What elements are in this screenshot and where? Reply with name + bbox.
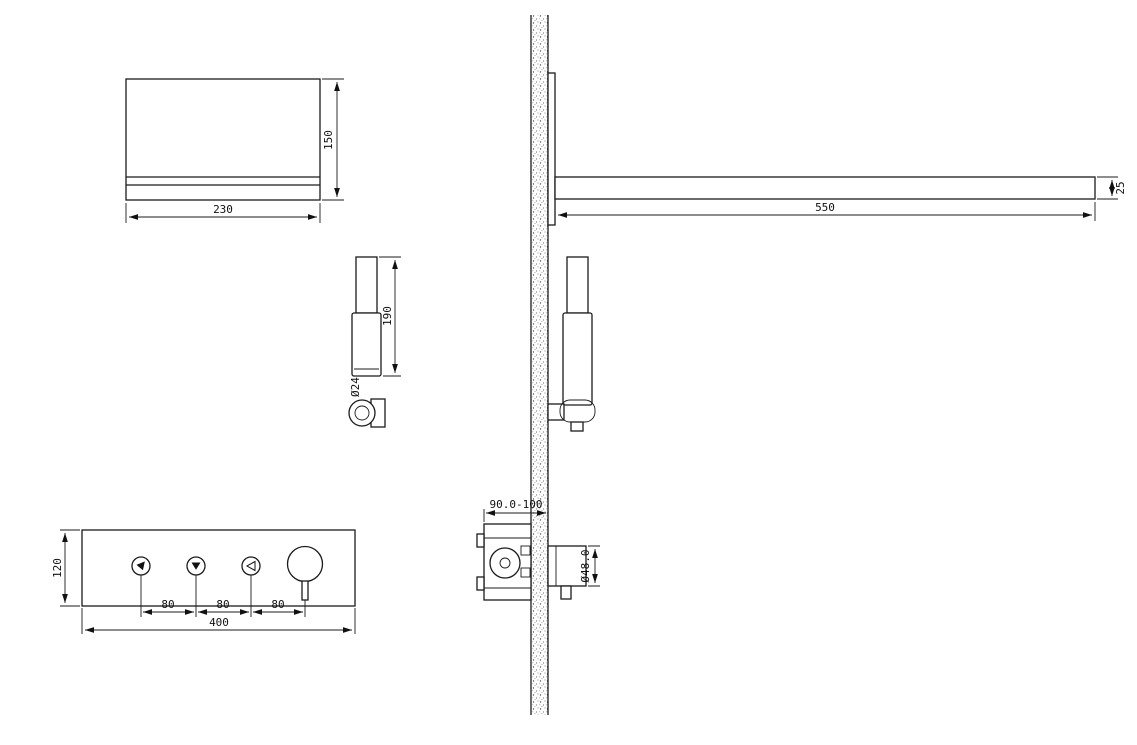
- extension-lines: [322, 78, 344, 201]
- shower-head-front-view: 150 230: [125, 78, 344, 223]
- spray-mode-icon: [136, 561, 145, 571]
- handshower-head: [351, 312, 382, 377]
- dim-label-handshower-diameter: Ø24: [349, 377, 362, 397]
- holder-ring-outer: [348, 399, 376, 427]
- dim-handshower-length: 190: [379, 256, 401, 377]
- dimension-label: 90.0-100: [490, 498, 543, 511]
- dim-valve-diameter: Ø48.0: [579, 545, 600, 587]
- handshower-holder-bracket: [348, 398, 386, 428]
- dimension-label: 150: [322, 130, 335, 150]
- valve-port-bottom: [520, 567, 531, 578]
- hand-shower-detail-view: 190 Ø24: [348, 256, 401, 428]
- triangle-down-icon: [191, 562, 201, 570]
- dimension-label: 120: [51, 558, 64, 578]
- trim-stem: [560, 585, 572, 600]
- handshower-handle: [566, 256, 589, 314]
- extension-lines: [60, 529, 80, 607]
- dimension-label: 190: [381, 306, 394, 326]
- shower-arm: [554, 176, 1096, 200]
- dim-head-height: 150: [322, 78, 344, 201]
- handshower-head: [562, 312, 593, 406]
- valve-cartridge-center: [499, 557, 511, 569]
- dim-head-width: 230: [125, 203, 321, 223]
- extension-lines: [379, 256, 401, 377]
- dimension-label: 230: [213, 203, 233, 216]
- knob-lever: [301, 580, 309, 601]
- valve-rough-in-side-view: 90.0-100 Ø48.0: [476, 498, 600, 601]
- dim-valve-depth: 90.0-100: [483, 498, 546, 522]
- hand-shower-installed-view: [547, 256, 596, 432]
- dim-panel-width: 400: [81, 608, 356, 634]
- dimension-label-c: 80: [271, 598, 284, 611]
- temperature-knob: [286, 545, 324, 583]
- extension-lines: [125, 203, 321, 223]
- button-3: [241, 556, 261, 576]
- dim-panel-height: 120: [51, 529, 80, 607]
- dim-button-spacing: 80 80 80: [140, 575, 306, 617]
- extension-lines: [588, 545, 600, 587]
- valve-tab-top: [476, 533, 485, 548]
- valve-trim-housing: [547, 545, 587, 587]
- valve-body: [483, 523, 532, 601]
- dimension-label-b: 80: [216, 598, 229, 611]
- dim-arm-length: 550: [554, 201, 1096, 221]
- valve-port-top: [520, 545, 531, 556]
- extension-lines: [81, 608, 356, 634]
- holder-ring-inner: [354, 405, 370, 421]
- extension-lines: [140, 575, 306, 617]
- handshower-handle: [355, 256, 378, 314]
- dimension-label: 400: [209, 616, 229, 629]
- extension-lines: [1097, 176, 1118, 200]
- hose-connector: [570, 421, 584, 432]
- arm-mounting-plate: [547, 72, 556, 226]
- dimension-label-a: 80: [161, 598, 174, 611]
- shower-arm-side-view: 550 25: [547, 72, 1127, 226]
- dimension-label: Ø48.0: [579, 549, 592, 582]
- wall-hatch: [531, 15, 548, 715]
- valve-tab-bottom: [476, 576, 485, 591]
- valve-body-lines: [484, 537, 531, 589]
- dimension-label: 550: [815, 201, 835, 214]
- wall-section: [530, 15, 549, 715]
- dim-arm-height: 25: [1097, 176, 1127, 200]
- triangle-left-icon: [245, 560, 256, 572]
- extension-lines: [554, 202, 1096, 221]
- valve-cartridge-circle: [489, 547, 521, 579]
- control-panel-front-view: 120 80 80 80 400: [51, 529, 356, 634]
- dimension-label: 25: [1114, 181, 1127, 194]
- shower-head-body: [125, 78, 321, 201]
